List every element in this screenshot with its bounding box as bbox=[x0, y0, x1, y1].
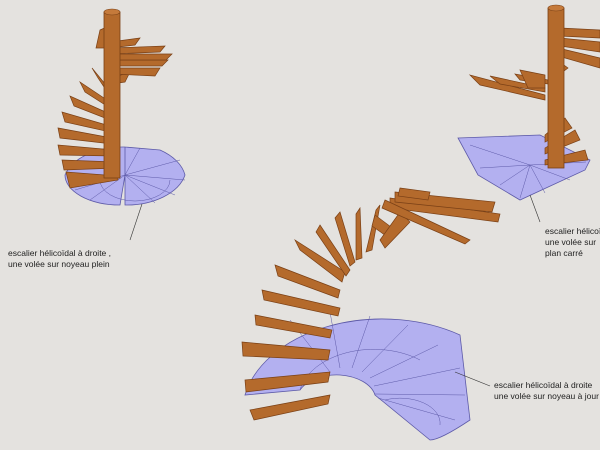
label-solid-newel-line1: escalier hélicoïdal à droite , bbox=[8, 248, 112, 258]
leader-line-top-right bbox=[529, 194, 541, 223]
label-square-plan-line2: une volée sur bbox=[545, 237, 597, 247]
stair-square-plan bbox=[457, 4, 600, 201]
leader-line-bottom-right bbox=[454, 371, 491, 387]
label-open-well-line1: escalier hélicoïdal à droite bbox=[494, 380, 593, 390]
label-solid-newel-line2: une volée sur noyeau plein bbox=[8, 259, 110, 269]
stair-open-well bbox=[241, 187, 501, 441]
leader-line-left bbox=[129, 203, 143, 241]
label-square-plan: escalier hélicoïdal une volée sur plan c… bbox=[545, 226, 600, 259]
label-open-well-line2: une volée sur noyeau à jour bbox=[494, 391, 599, 401]
label-square-plan-line1: escalier hélicoïdal bbox=[545, 226, 600, 236]
stair-square-plan-floor bbox=[457, 134, 591, 201]
stair-solid-newel bbox=[57, 8, 186, 206]
label-solid-newel: escalier hélicoïdal à droite , une volée… bbox=[8, 248, 111, 270]
stair-square-plan-post bbox=[547, 7, 565, 169]
label-open-well: escalier hélicoïdal à droite une volée s… bbox=[494, 380, 599, 402]
label-square-plan-line3: plan carré bbox=[545, 248, 583, 258]
stair-open-well-treads bbox=[241, 187, 501, 421]
stair-solid-newel-post bbox=[103, 11, 121, 179]
stair-solid-newel-plan-lines bbox=[74, 147, 186, 204]
